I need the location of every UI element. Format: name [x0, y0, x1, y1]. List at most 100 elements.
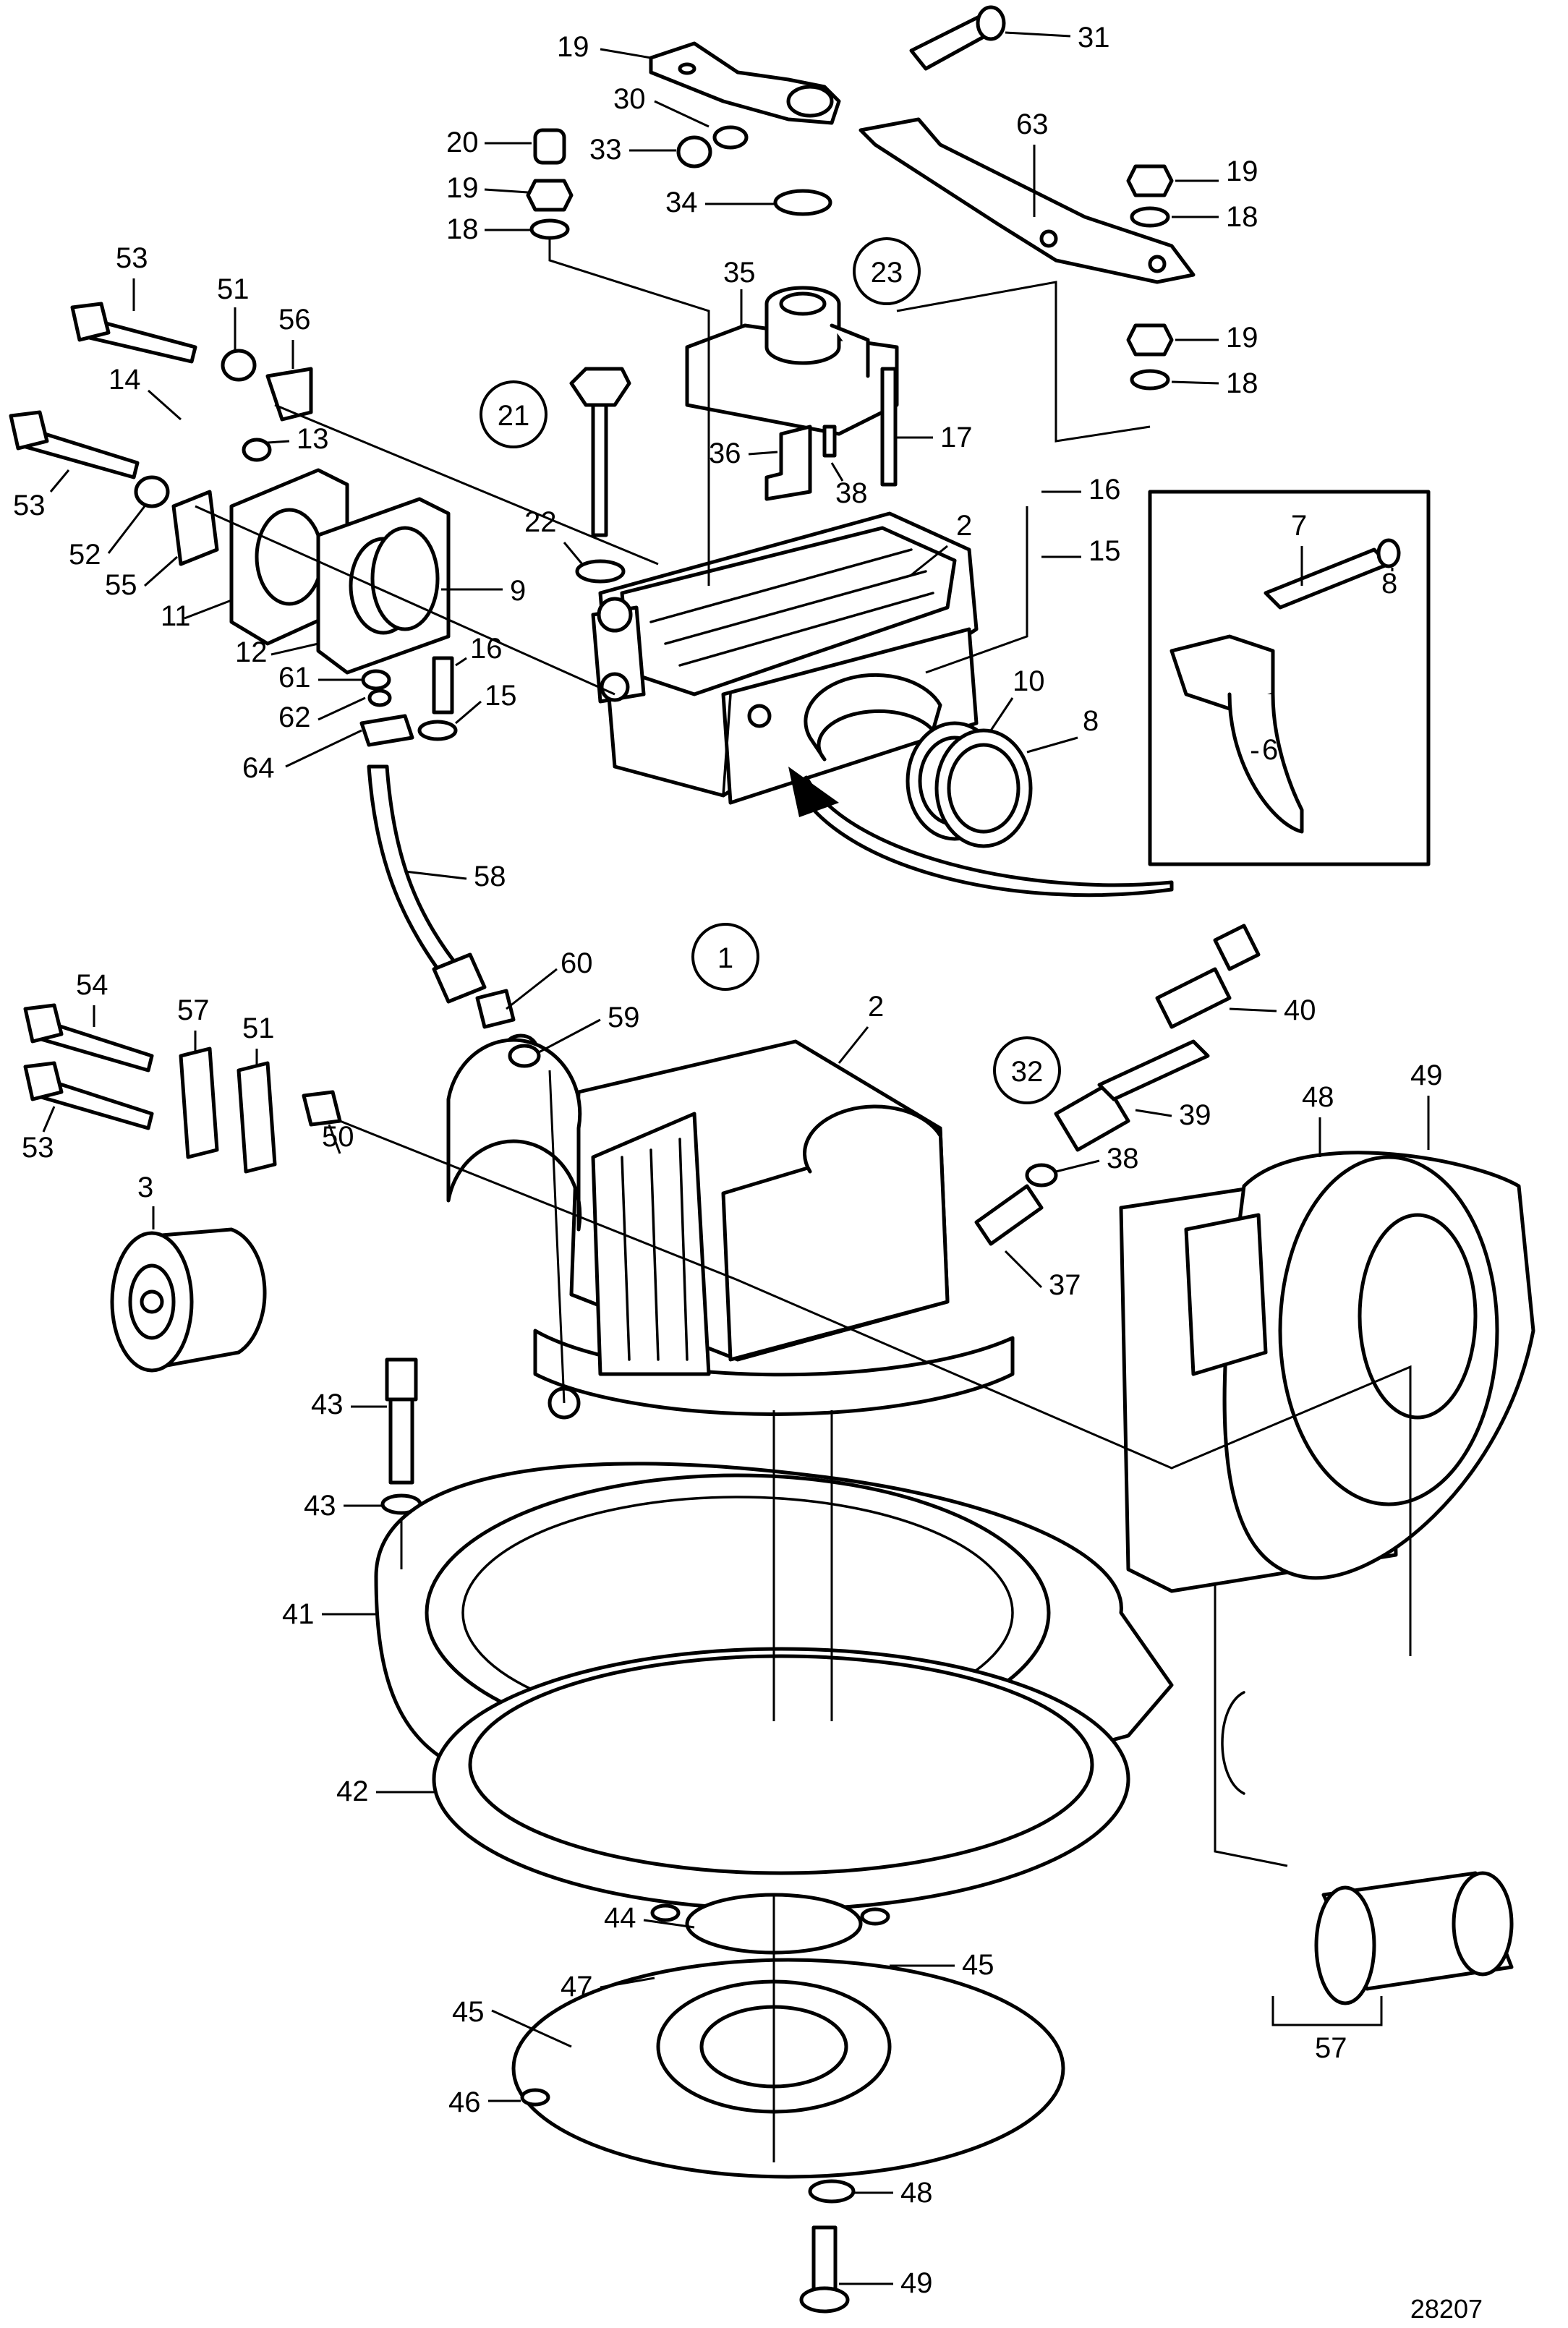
callout-54: 55 [105, 569, 137, 601]
callout-60: 60 [561, 947, 593, 979]
callout-27: 30 [613, 83, 646, 115]
callout-8-b: 10 [1013, 665, 1045, 697]
callout-64: 64 [242, 752, 275, 784]
callout-43-b: 46 [448, 2086, 481, 2118]
callout-46: 49 [900, 2267, 933, 2299]
oil-hose [367, 764, 539, 1064]
assembly-lines [195, 239, 1412, 2162]
callout-55: 56 [278, 304, 311, 336]
callout-19-a: 19 [446, 172, 479, 204]
callout-18-b: 18 [1226, 201, 1258, 233]
callout-50: 51 [242, 1012, 275, 1044]
group-callout-21: 21 [498, 400, 530, 432]
callout-41: 44 [604, 1902, 636, 1934]
callout-47: 48 [1302, 1081, 1334, 1113]
direction-arrow [788, 767, 1174, 897]
small-brackets [134, 349, 313, 1174]
callout-53-c: 54 [76, 969, 108, 1001]
callout-24: 35 [723, 257, 756, 289]
callout-43-a: 45 [962, 1949, 994, 1981]
callout-17: 17 [940, 422, 973, 453]
callout-61: 61 [278, 662, 311, 694]
callout-51-a: 51 [217, 273, 250, 305]
callout-34: 38 [1107, 1143, 1139, 1174]
group-callout-32: 32 [1011, 1056, 1044, 1088]
callout-30: 34 [665, 187, 698, 218]
callout-2-a: 2 [956, 510, 972, 542]
bottom-plate [511, 1893, 1065, 2179]
callout-3: 3 [137, 1172, 153, 1203]
callout-11: 13 [297, 423, 329, 455]
callout-40: 43 [311, 1389, 344, 1420]
dipstick [569, 367, 631, 584]
callout-13: 15 [1088, 535, 1121, 567]
callout-10: 12 [235, 636, 268, 668]
upper-gear-housing [591, 511, 979, 805]
breather-fittings [974, 924, 1261, 1246]
callout-53-a: 53 [116, 242, 148, 274]
rubber-bushing [110, 1227, 267, 1373]
callout-62: 62 [278, 702, 311, 733]
callout-16: 16 [470, 633, 503, 665]
callout-25: 19 [557, 31, 589, 63]
callout-12: 14 [108, 364, 141, 396]
callout-35: 39 [1179, 1099, 1211, 1131]
callout-18-c: 18 [1226, 367, 1258, 399]
shift-bracket [685, 286, 899, 436]
drawing-number: 28207 [1410, 2294, 1483, 2324]
callout-45: 48 [900, 2177, 933, 2209]
group-callout-1: 1 [717, 942, 733, 974]
housing-seal [432, 1647, 1130, 1911]
callout-26: 31 [1078, 22, 1110, 54]
callout-63: 63 [1016, 108, 1049, 140]
bolt-26 [909, 5, 1006, 71]
callout-53-b: 53 [13, 490, 46, 521]
callout-51-b: 52 [69, 539, 101, 571]
callout-2-b: 2 [868, 991, 884, 1023]
group-callout-23: 23 [871, 257, 903, 289]
nuts-washers [526, 125, 1174, 391]
callout-42: 45 [452, 1996, 485, 2028]
callout-19-b: 19 [1226, 155, 1258, 187]
callout-19-c: 19 [1226, 322, 1258, 354]
callout-6: 8 [1381, 568, 1397, 600]
shift-fork-inset [1148, 490, 1431, 866]
callout-14: 16 [1088, 474, 1121, 506]
callout-56: 57 [177, 994, 210, 1026]
sealing-rings [370, 526, 1033, 848]
part-labels: 19 31 30 33 20 19 18 34 63 19 18 19 18 3… [13, 22, 1443, 2299]
callout-15: 15 [485, 680, 517, 712]
callout-37: 41 [282, 1598, 315, 1630]
callout-52: 53 [22, 1132, 54, 1164]
group-callouts: 23 21 1 32 [480, 237, 1061, 1104]
plate-fasteners [520, 1903, 890, 2314]
callout-31: 38 [835, 477, 868, 509]
callout-4: 6 [1262, 734, 1278, 766]
callout-48: 49 [1410, 1059, 1443, 1091]
support-bracket [858, 117, 1196, 284]
callout-59: 59 [608, 1002, 640, 1033]
bell-housing [1119, 1151, 1535, 1593]
bolt-40 [380, 1357, 422, 1515]
callout-18-a: 18 [446, 213, 479, 245]
callout-28: 33 [589, 134, 622, 166]
shift-lever [649, 41, 841, 125]
callout-58: 58 [474, 861, 506, 892]
spline-coupling [1221, 1691, 1514, 2005]
callout-57: 57 [1315, 2032, 1347, 2064]
oil-fittings [359, 656, 541, 1068]
callout-39: 43 [304, 1490, 336, 1522]
callout-7: 8 [1083, 705, 1099, 737]
callout-22: 22 [524, 506, 557, 538]
callout-9: 11 [161, 600, 191, 632]
pins-studs [764, 367, 898, 501]
callout-36: 40 [1284, 994, 1316, 1026]
callout-44: 47 [561, 1971, 593, 2003]
part-drawings [9, 5, 1535, 2314]
callout-8-a: 9 [510, 575, 526, 607]
sleeve-49 [302, 1090, 342, 1127]
callout-20: 20 [446, 127, 479, 158]
callout-33: 37 [1049, 1269, 1081, 1301]
callout-38: 42 [336, 1775, 369, 1807]
